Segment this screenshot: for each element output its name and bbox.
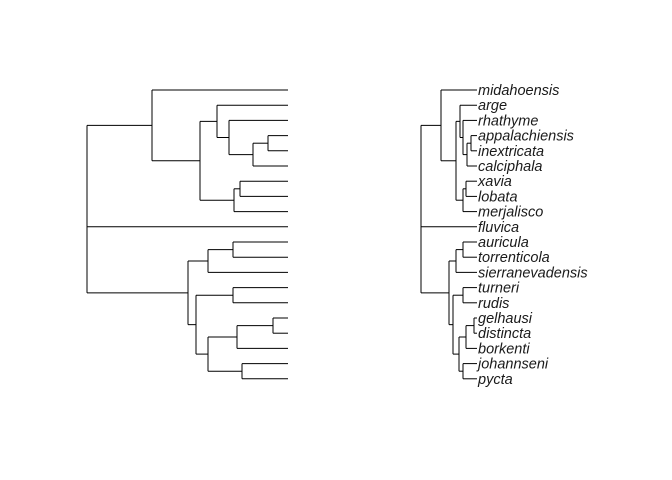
tip-label-turneri: turneri: [478, 281, 520, 297]
tip-label-calciphala: calciphala: [478, 159, 543, 175]
tip-label-auricula: auricula: [478, 235, 529, 251]
tip-label-borkenti: borkenti: [478, 341, 530, 357]
tip-label-merjalisco: merjalisco: [478, 205, 543, 221]
tip-label-rudis: rudis: [478, 296, 509, 312]
tip-label-johannseni: johannseni: [476, 357, 549, 373]
tip-label-fluvica: fluvica: [478, 220, 519, 236]
tip-label-arge: arge: [478, 98, 507, 114]
left-phylogenetic-tree: [86, 89, 288, 380]
tip-label-lobata: lobata: [478, 189, 518, 205]
right-tree-tip-labels: midahoensisargerhathymeappalachiensisine…: [476, 83, 588, 388]
tip-label-xavia: xavia: [477, 174, 512, 190]
tip-label-distincta: distincta: [478, 326, 531, 342]
tip-label-torrenticola: torrenticola: [478, 250, 550, 266]
tip-label-sierranevadensis: sierranevadensis: [478, 265, 588, 281]
tip-label-appalachiensis: appalachiensis: [478, 129, 574, 145]
tip-label-rhathyme: rhathyme: [478, 113, 538, 129]
tip-label-gelhausi: gelhausi: [478, 311, 533, 327]
tip-label-midahoensis: midahoensis: [478, 83, 559, 99]
tip-label-pycta: pycta: [477, 372, 513, 388]
tip-label-inextricata: inextricata: [478, 144, 544, 160]
right-phylogenetic-tree: [420, 89, 477, 380]
